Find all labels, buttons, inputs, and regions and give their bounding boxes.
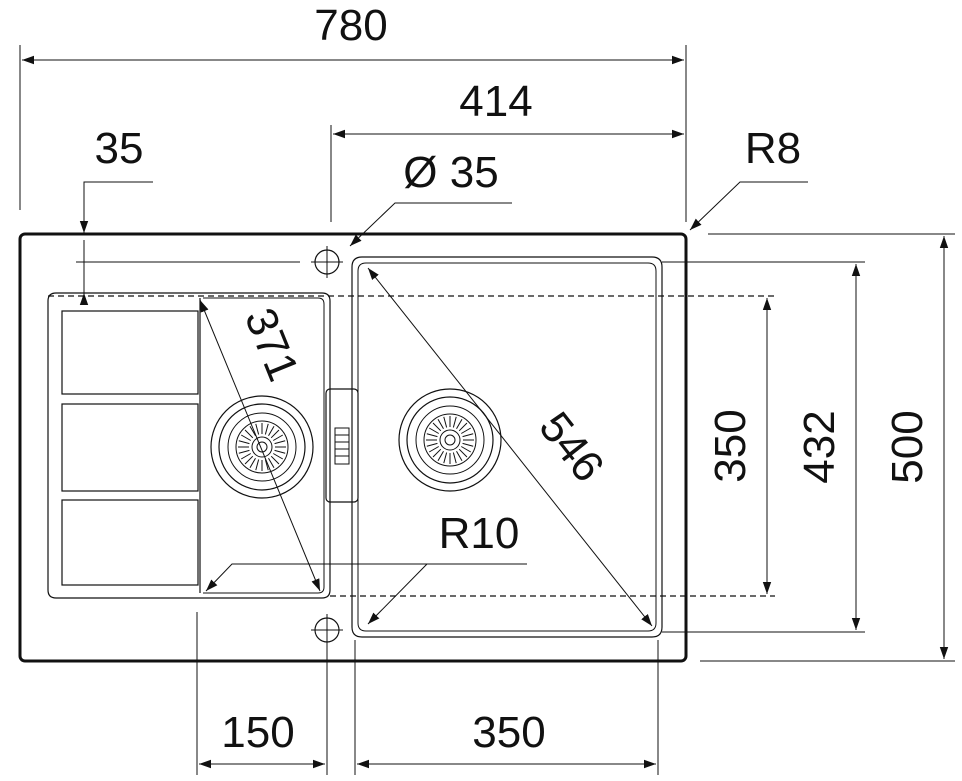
- strainer-spoke: [274, 449, 286, 454]
- strainer-spoke: [462, 433, 474, 438]
- strainer-spoke: [249, 458, 256, 469]
- strainer-spoke: [270, 455, 280, 465]
- strainer-spoke: [461, 427, 472, 434]
- bowl-inner: [357, 262, 657, 632]
- tap-hole-bottom: [311, 614, 343, 646]
- strainer-spoke: [270, 429, 280, 439]
- strainer-spoke: [461, 446, 472, 453]
- label-35: 35: [95, 124, 144, 173]
- strainer-spoke: [426, 433, 438, 438]
- strainer-spoke: [456, 451, 463, 462]
- dim-leader-tap-hole: [349, 202, 512, 247]
- strainer-spoke: [240, 434, 251, 441]
- bowl-outline: [351, 256, 663, 638]
- strainer-spoke: [452, 416, 457, 428]
- label-350-vertical: 350: [706, 409, 755, 482]
- dim-leader-r8: [689, 181, 808, 231]
- label-432: 432: [795, 410, 844, 483]
- strainer-spoke: [462, 442, 474, 447]
- dim-line-546: [367, 267, 653, 627]
- dim-leader-r10: [205, 563, 527, 592]
- strainer-spoke: [255, 459, 260, 471]
- dim-leader-35: [83, 181, 153, 232]
- strainer-spoke: [437, 418, 444, 429]
- drainer-waste: [210, 395, 314, 499]
- strainer-spoke: [238, 449, 250, 454]
- strainer-spoke: [432, 422, 442, 432]
- label-414: 414: [459, 77, 532, 126]
- strainer-spoke: [268, 425, 275, 436]
- strainer-spoke: [238, 440, 250, 445]
- label-500: 500: [883, 410, 932, 483]
- strainer-spoke: [426, 442, 438, 447]
- strainer-spoke: [437, 451, 444, 462]
- strainer-spoke: [443, 416, 448, 428]
- strainer-spoke: [273, 453, 284, 460]
- label-350-horizontal: 350: [472, 708, 545, 757]
- strainer-spoke: [458, 422, 468, 432]
- drainer-rib-3: [61, 499, 199, 586]
- overflow-grille: [334, 427, 350, 465]
- strainer-spoke: [240, 453, 251, 460]
- sink-outline: [18, 232, 688, 663]
- bowl-waste: [398, 388, 502, 492]
- strainer-spoke: [428, 427, 439, 434]
- label-tap-hole: Ø 35: [403, 148, 498, 197]
- label-r10: R10: [439, 509, 520, 558]
- dim-line-371: [199, 299, 321, 592]
- strainer-spoke: [244, 455, 254, 465]
- label-371: 371: [235, 301, 308, 387]
- strainer-spoke: [458, 448, 468, 458]
- strainer-spoke: [428, 446, 439, 453]
- label-r8: R8: [745, 124, 801, 173]
- label-150: 150: [221, 708, 294, 757]
- overflow-slot: [325, 388, 359, 503]
- strainer-spoke: [268, 458, 275, 469]
- label-780: 780: [314, 1, 387, 50]
- strainer-spoke: [443, 452, 448, 464]
- label-546: 546: [530, 403, 614, 491]
- drainer-rib-1: [61, 310, 199, 395]
- strainer-spoke: [452, 452, 457, 464]
- strainer-spoke: [273, 434, 284, 441]
- tap-hole-top: [311, 246, 343, 278]
- strainer-spoke: [432, 448, 442, 458]
- strainer-spoke: [456, 418, 463, 429]
- dim-leader-r10-b: [367, 563, 428, 625]
- drainer-inner: [203, 297, 325, 594]
- strainer-spoke: [274, 440, 286, 445]
- strainer-spoke: [244, 429, 254, 439]
- strainer-spoke: [255, 423, 260, 435]
- drainer-rib-2: [61, 403, 199, 492]
- strainer-spoke: [264, 423, 269, 435]
